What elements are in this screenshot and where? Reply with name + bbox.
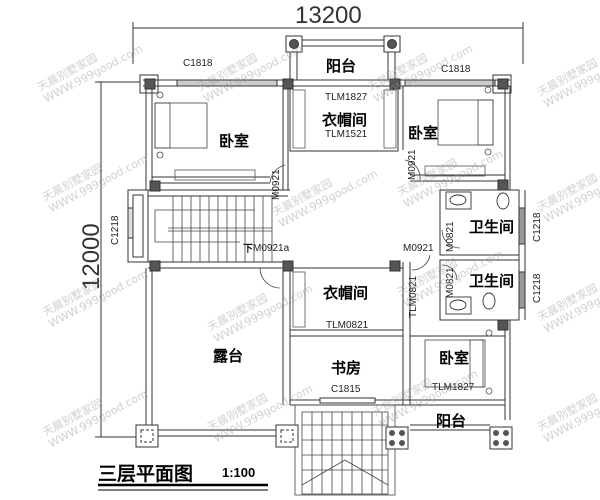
closet-center-side-door-code: TLM0821 <box>408 275 419 318</box>
door-code-bedroom-ne: M0921 <box>407 149 418 180</box>
room-bathroom-1: 卫生间 <box>469 218 515 236</box>
door-code-closet-left: M0921 <box>271 169 282 200</box>
study-window-code: C1815 <box>331 384 361 395</box>
bedroom-se-door-code: TLM1827 <box>432 382 475 393</box>
stair-window-code: C1218 <box>110 215 121 245</box>
window-code-nw: C1818 <box>183 58 213 69</box>
room-balcony-south: 阳台 <box>436 412 467 430</box>
drawing-title: 三层平面图 <box>98 463 194 485</box>
closet-door-bottom-code: TLM1521 <box>325 129 368 140</box>
bath-window-code-1: C1218 <box>532 212 543 242</box>
closet-center-door-code: TLM0821 <box>326 320 369 331</box>
closet-door-top-code: TLM1827 <box>325 92 368 103</box>
width-dimension: 13200 <box>295 2 362 29</box>
room-balcony-north: 阳台 <box>326 57 357 75</box>
room-study: 书房 <box>331 359 362 377</box>
room-bedroom-se: 卧室 <box>439 349 470 367</box>
bath-window-code-2: C1218 <box>532 273 543 303</box>
bath-door-code-2: M0821 <box>445 267 456 298</box>
room-bedroom-ne: 卧室 <box>408 124 439 142</box>
room-bathroom-2: 卫生间 <box>469 272 515 290</box>
room-closet-north: 衣帽间 <box>322 111 368 129</box>
hall-door-code: M0921 <box>403 243 434 254</box>
room-terrace: 露台 <box>213 347 244 365</box>
room-closet-center: 衣帽间 <box>323 284 369 302</box>
window-code-ne: C1818 <box>441 64 471 75</box>
drawing-scale: 1:100 <box>222 465 256 480</box>
bath-door-code-1: M0821 <box>445 221 456 252</box>
depth-dimension: 12000 <box>78 223 105 290</box>
stair-door-code: M0921a <box>253 243 290 254</box>
room-bedroom-nw: 卧室 <box>219 132 250 150</box>
stair-direction: 下 <box>243 244 253 255</box>
